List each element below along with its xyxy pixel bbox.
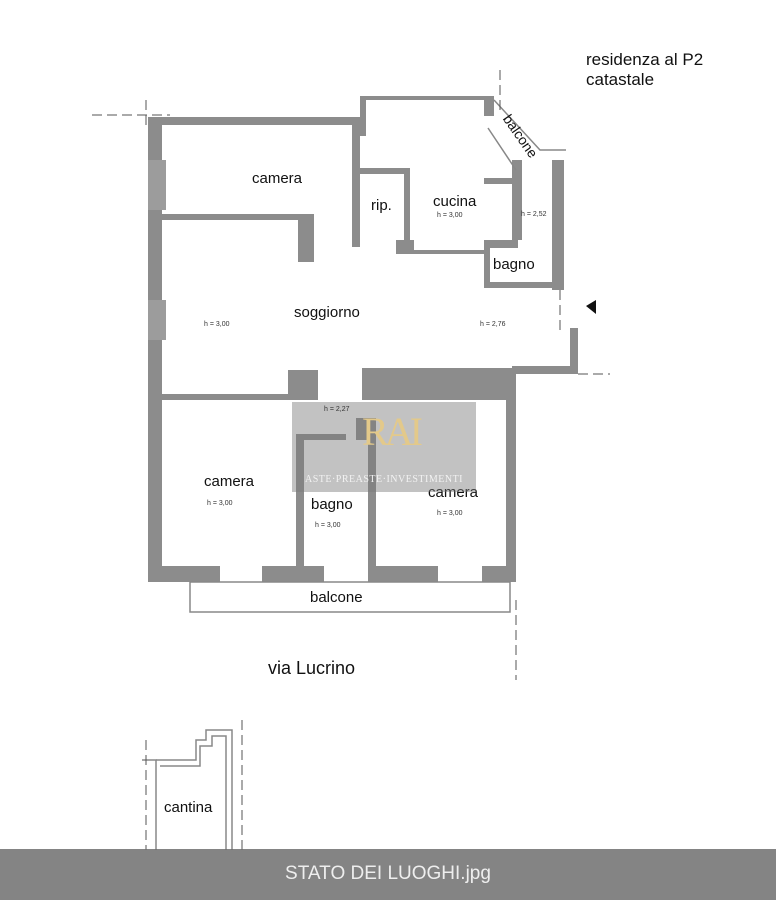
watermark-logo: RAI: [362, 409, 423, 454]
image-caption-bar: STATO DEI LUOGHI.jpg: [0, 849, 776, 900]
room-label-camera-bottom-left: camera: [204, 473, 255, 490]
height-camera-bottom-right: h = 3,00: [437, 510, 463, 517]
plan-title: residenza al P2: [586, 50, 704, 69]
room-label-camera-top: camera: [252, 170, 303, 187]
height-camera-bottom-left: h = 3,00: [207, 500, 233, 507]
entrance-arrow-icon: [586, 300, 596, 314]
watermark-tagline: ASTE·PREASTE·INVESTIMENTI: [304, 474, 464, 485]
height-soggiorno-right: h = 2,76: [480, 321, 506, 328]
plan-subtitle: catastale: [586, 70, 655, 89]
room-label-bagno-top: bagno: [493, 256, 535, 273]
street-label: via Lucrino: [268, 658, 356, 678]
height-soggiorno-left: h = 3,00: [204, 321, 230, 328]
outlines: [142, 99, 566, 850]
room-label-soggiorno: soggiorno: [294, 304, 360, 321]
watermark: RAI ASTE·PREASTE·INVESTIMENTI: [292, 402, 476, 492]
room-label-rip: rip.: [371, 197, 392, 214]
axis-lines: [92, 70, 610, 850]
room-label-camera-bottom-right: camera: [428, 484, 479, 501]
height-cucina: h = 3,00: [437, 212, 463, 219]
height-bagno-bottom: h = 3,00: [315, 522, 341, 529]
room-label-cucina: cucina: [433, 193, 477, 210]
room-label-balcone-bottom: balcone: [310, 589, 363, 606]
walls: [148, 96, 578, 582]
height-bagno-top: h = 2,52: [521, 211, 547, 218]
height-corridor: h = 2,27: [324, 406, 350, 413]
room-label-bagno-bottom: bagno: [311, 496, 353, 513]
room-label-cantina: cantina: [164, 799, 213, 816]
image-caption: STATO DEI LUOGHI.jpg: [285, 863, 491, 884]
